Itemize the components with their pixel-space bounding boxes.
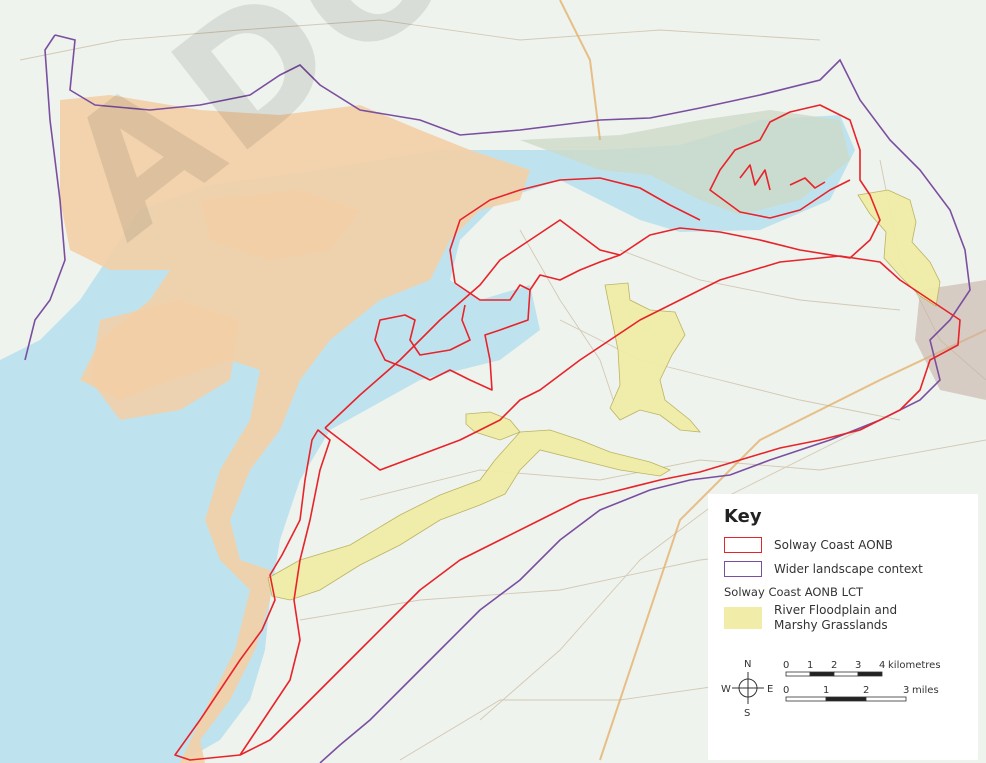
key-item-label: Solway Coast AONB xyxy=(774,537,893,552)
key-item-label: Wider landscape context xyxy=(774,561,923,576)
aonb-boundary xyxy=(174,104,961,761)
key-item-floodplain: River Floodplain and Marshy Grasslands xyxy=(724,603,966,633)
compass-icon xyxy=(732,672,764,704)
aonb-swatch xyxy=(724,537,762,553)
compass-north: N xyxy=(744,659,751,670)
key-item-context: Wider landscape context xyxy=(724,561,966,577)
km-unit-label: kilometres xyxy=(888,660,941,671)
key-item-label: River Floodplain and Marshy Grasslands xyxy=(774,603,898,632)
key-subheading: Solway Coast AONB LCT xyxy=(724,585,864,599)
key-title: Key xyxy=(724,506,762,527)
urban-area xyxy=(915,280,986,400)
km-tick-label: 2 xyxy=(831,660,837,671)
mile-tick-label: 0 xyxy=(783,685,789,696)
km-tick-label: 3 xyxy=(855,660,861,671)
mile-tick-label: 2 xyxy=(863,685,869,696)
mile-tick-label: 3 xyxy=(903,685,909,696)
floodplain-swatch xyxy=(724,607,762,629)
km-tick-label: 4 xyxy=(879,660,885,671)
map-key: Key Solway Coast AONB Wider landscape co… xyxy=(708,494,978,760)
km-scale-bar xyxy=(785,671,883,677)
sand-bank xyxy=(200,190,360,260)
context-swatch xyxy=(724,561,762,577)
intertidal-sand xyxy=(60,95,530,763)
compass-east: E xyxy=(767,684,773,695)
major-roads xyxy=(559,0,986,761)
sand-bank xyxy=(90,300,240,420)
estuary-flats xyxy=(520,110,850,215)
key-item-aonb: Solway Coast AONB xyxy=(724,537,966,553)
km-tick-label: 1 xyxy=(807,660,813,671)
mile-unit-label: miles xyxy=(912,685,939,696)
mile-scale-bar xyxy=(785,696,907,702)
scale-and-compass: N S W E 0 1 2 3 4 kilometres 0 1 2 xyxy=(721,659,941,719)
compass-south: S xyxy=(744,708,750,719)
mile-tick-label: 1 xyxy=(823,685,829,696)
km-tick-label: 0 xyxy=(783,660,789,671)
wider-landscape-boundary xyxy=(24,34,971,763)
floodplain-areas xyxy=(267,189,941,601)
compass-west: W xyxy=(721,684,731,695)
